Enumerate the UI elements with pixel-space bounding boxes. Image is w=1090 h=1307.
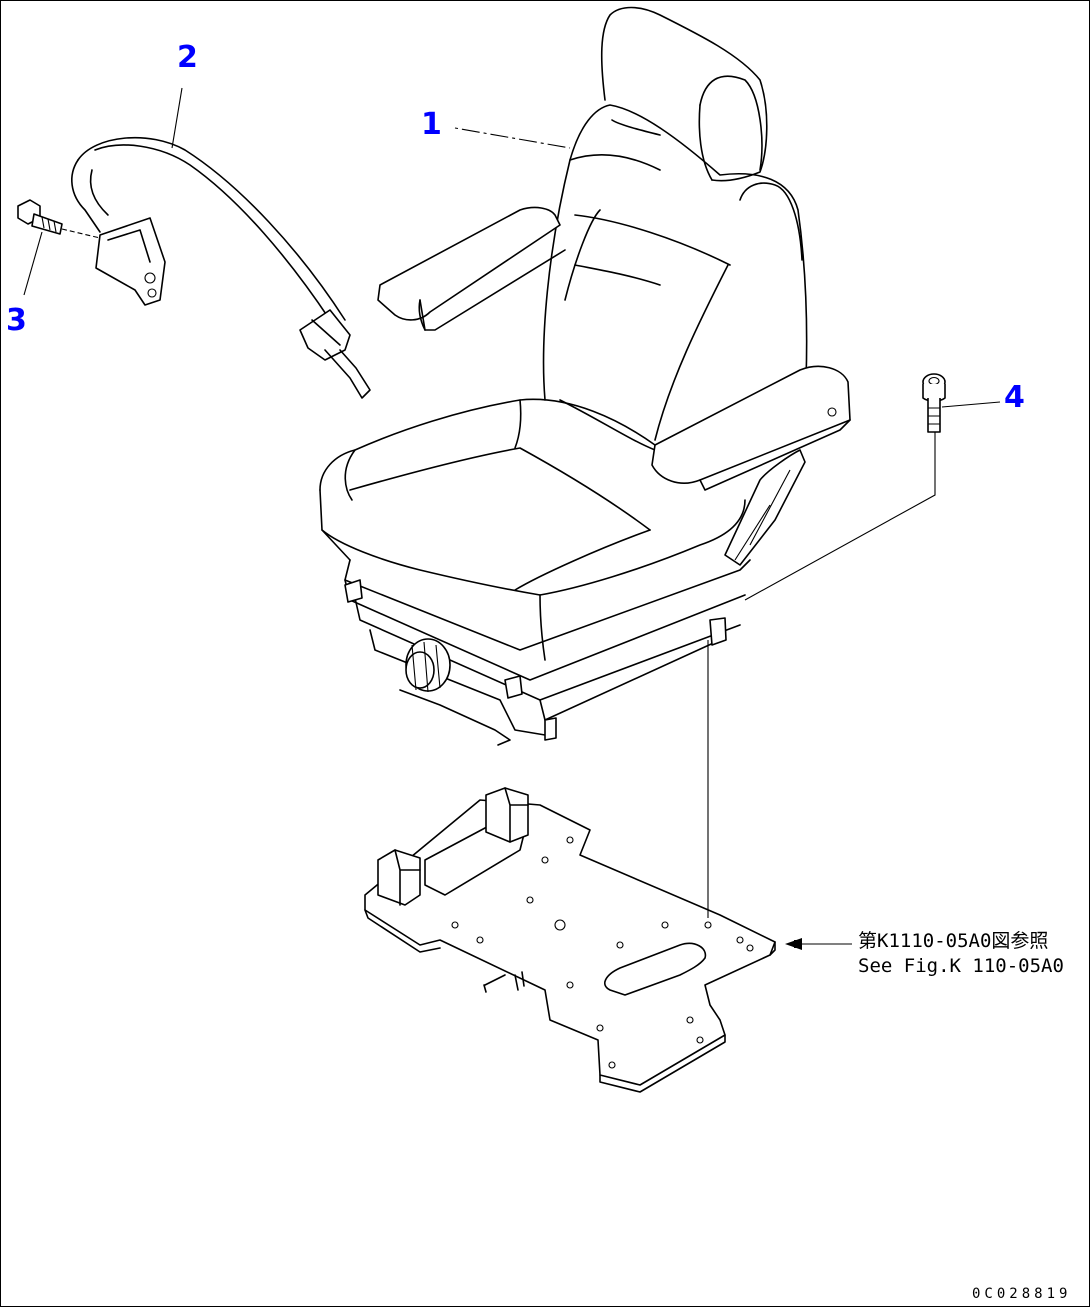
callout-bolt-seat: 4 — [1004, 380, 1025, 415]
bolt-4-drawing — [922, 373, 946, 433]
seat-drawing — [319, 6, 851, 746]
plate-holes — [451, 836, 754, 1069]
figure-number: 0C028819 — [972, 1286, 1072, 1302]
callout-seat-belt: 2 — [177, 40, 198, 75]
bolt-3-drawing — [17, 199, 101, 239]
reference-note-en: See Fig.K 110-05A0 — [858, 955, 1064, 977]
leader-lines — [23, 87, 1001, 950]
reference-note-jp: 第K1110-05A0図参照 — [858, 930, 1049, 952]
callout-seat: 1 — [421, 107, 442, 142]
base-plate-drawing — [364, 787, 776, 1093]
seat-belt-drawing — [71, 136, 371, 399]
callout-bolt-belt: 3 — [6, 303, 27, 338]
